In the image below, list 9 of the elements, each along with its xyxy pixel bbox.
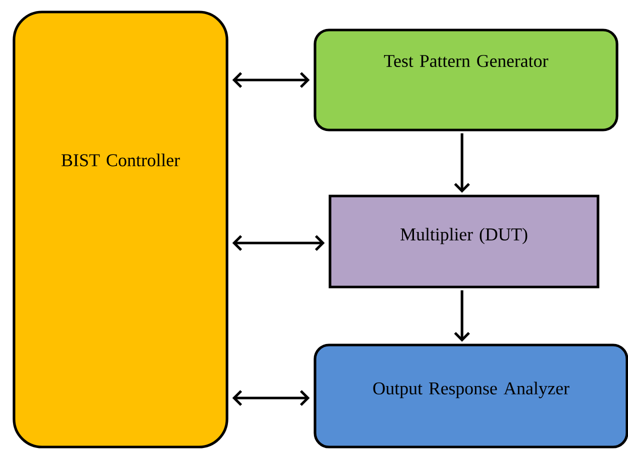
arrow <box>454 133 470 193</box>
arrow <box>232 235 325 251</box>
analyzer-box: Output Response Analyzer <box>314 344 628 448</box>
arrow <box>454 290 470 342</box>
arrow <box>232 72 310 88</box>
arrow <box>232 390 310 406</box>
multiplier-box: Multiplier (DUT) <box>328 194 600 288</box>
generator-box: Test Pattern Generator <box>314 28 618 132</box>
controller-box: BIST Controller <box>12 10 228 448</box>
